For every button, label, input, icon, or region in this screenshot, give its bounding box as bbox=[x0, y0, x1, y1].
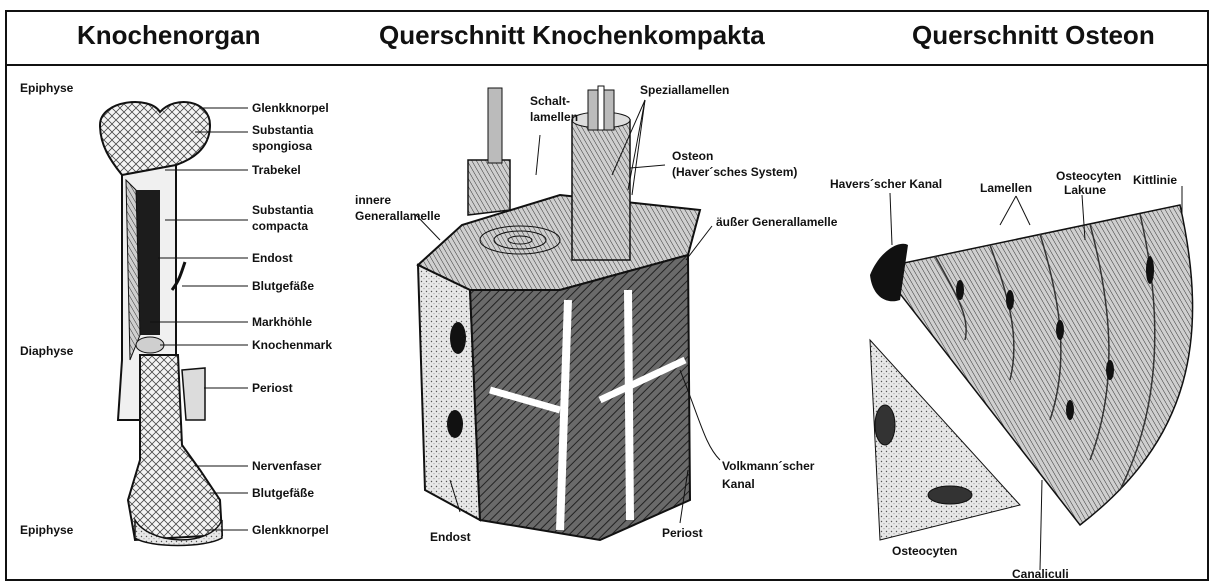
label-osteocyten-lakune-1: Osteocyten bbox=[1056, 169, 1121, 183]
label-substantia-compacta-1: Substantia bbox=[252, 203, 314, 217]
label-knochenmark: Knochenmark bbox=[252, 338, 332, 352]
label-substantia-spongiosa-1: Substantia bbox=[252, 123, 314, 137]
label-endost: Endost bbox=[252, 251, 293, 265]
label-aeusser-generallamelle: äußer Generallamelle bbox=[716, 215, 838, 229]
bone-organ-drawing bbox=[100, 102, 222, 545]
label-blutgefaesse-1: Blutgefäße bbox=[252, 279, 314, 293]
label-osteocyten-lakune-2: Lakune bbox=[1064, 183, 1106, 197]
label-innere-1: innere bbox=[355, 193, 391, 207]
label-substantia-compacta-2: compacta bbox=[252, 219, 308, 233]
label-trabekel: Trabekel bbox=[252, 163, 301, 177]
label-nervenfaser: Nervenfaser bbox=[252, 459, 322, 473]
osteon-drawing bbox=[870, 205, 1193, 540]
label-schalt-1: Schalt- bbox=[530, 94, 570, 108]
label-innere-2: Generallamelle bbox=[355, 209, 441, 223]
label-volkmann-2: Kanal bbox=[722, 477, 755, 491]
label-blutgefaesse-2: Blutgefäße bbox=[252, 486, 314, 500]
label-glenkknorpel-bottom: Glenkknorpel bbox=[252, 523, 329, 537]
label-endost-2: Endost bbox=[430, 530, 471, 544]
label-periost: Periost bbox=[252, 381, 293, 395]
label-osteon-1: Osteon bbox=[672, 149, 713, 163]
zone-epiphyse-bottom: Epiphyse bbox=[20, 523, 74, 537]
label-schalt-2: lamellen bbox=[530, 110, 578, 124]
compact-bone-drawing bbox=[418, 86, 700, 540]
label-osteocyten: Osteocyten bbox=[892, 544, 957, 558]
zone-diaphyse: Diaphyse bbox=[20, 344, 74, 358]
label-lamellen: Lamellen bbox=[980, 181, 1032, 195]
label-volkmann-1: Volkmann´scher bbox=[722, 459, 815, 473]
zone-epiphyse-top: Epiphyse bbox=[20, 81, 74, 95]
label-glenkknorpel-top: Glenkknorpel bbox=[252, 101, 329, 115]
label-canaliculi: Canaliculi bbox=[1012, 567, 1069, 581]
label-markhoehle: Markhöhle bbox=[252, 315, 312, 329]
label-osteon-2: (Haver´sches System) bbox=[672, 165, 797, 179]
label-substantia-spongiosa-2: spongiosa bbox=[252, 139, 312, 153]
label-kittlinie: Kittlinie bbox=[1133, 173, 1177, 187]
label-periost-2: Periost bbox=[662, 526, 703, 540]
label-speziallamellen: Speziallamellen bbox=[640, 83, 729, 97]
label-havers-kanal: Havers´scher Kanal bbox=[830, 177, 942, 191]
